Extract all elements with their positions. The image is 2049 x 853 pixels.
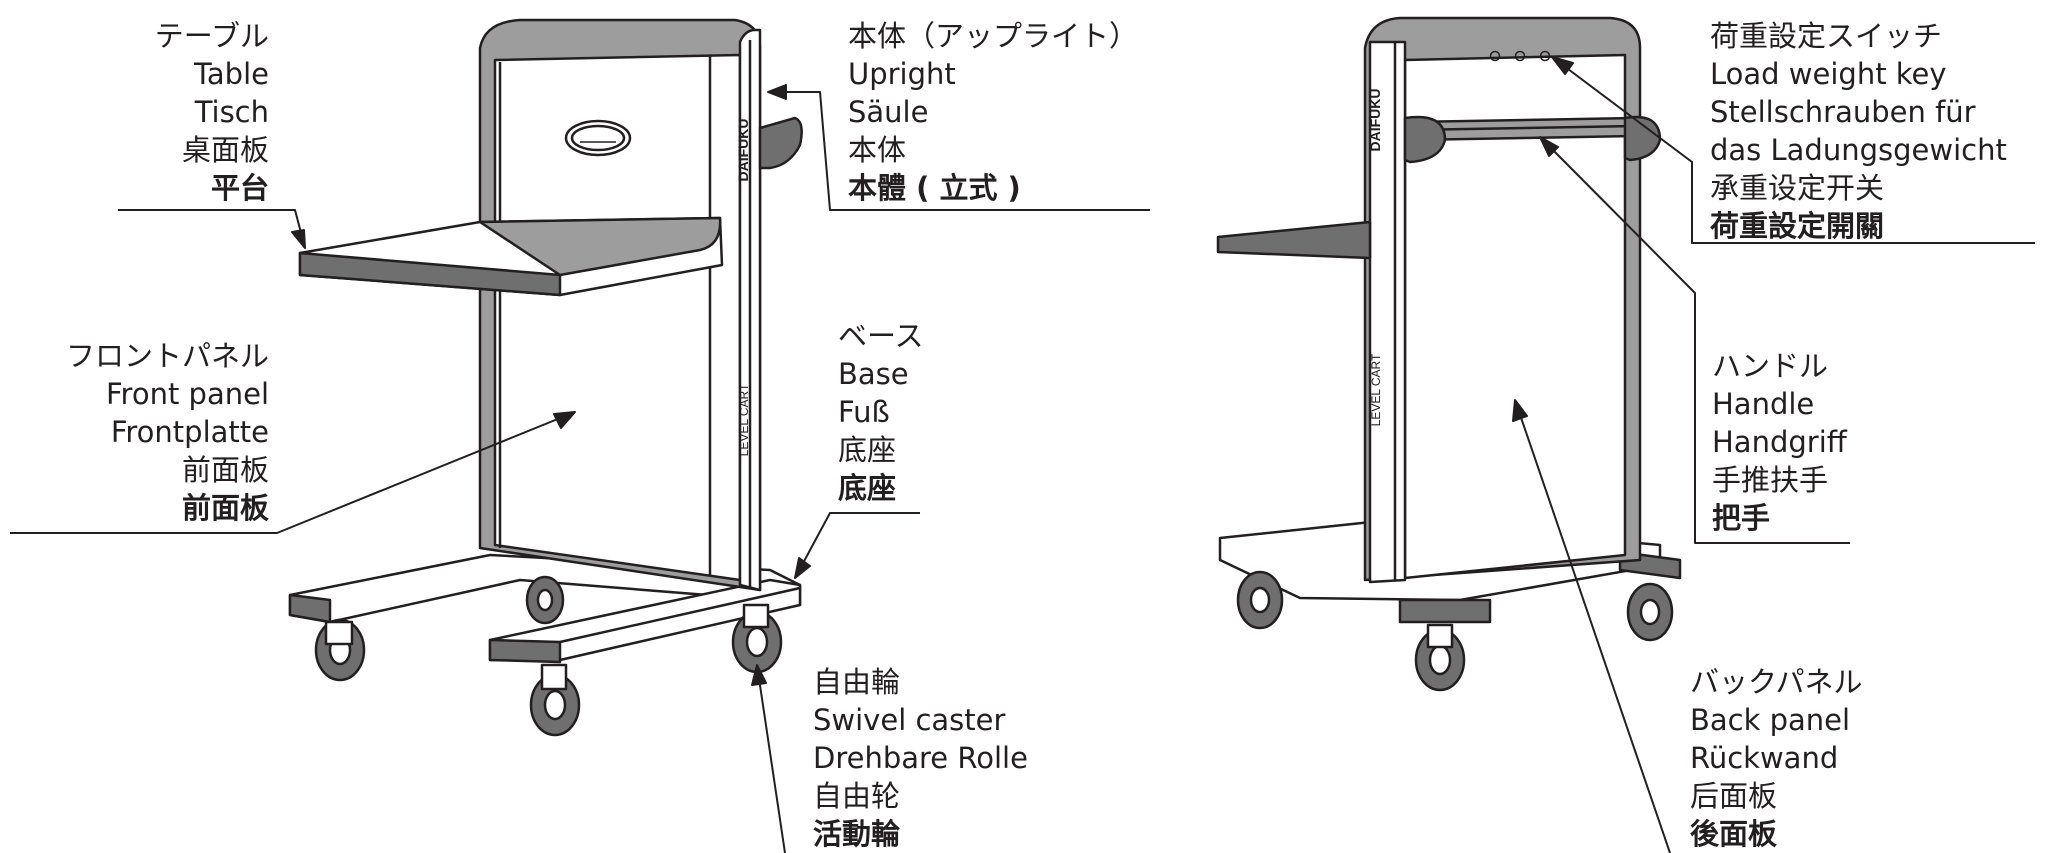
swivel-caster-label-en: Swivel caster — [813, 703, 1006, 737]
back-panel-label-ja: バックパネル — [1690, 665, 1863, 699]
level-cart-logo — [564, 119, 632, 157]
load-weight-key-label-de-1: Stellschrauben für — [1710, 95, 1976, 129]
handle-label-ja: ハンドル — [1712, 349, 1829, 383]
load-weight-key-label-ja: 荷重設定スイッチ — [1710, 19, 1943, 53]
table-label-de: Tisch — [194, 95, 269, 129]
left-casters — [314, 575, 783, 737]
base-label-zh-cn: 底座 — [838, 433, 897, 467]
swivel-caster-label: 自由輪 Swivel caster Drehbare Rolle 自由轮 活動輪 — [813, 663, 1028, 853]
back-panel-label-zh-cn: 后面板 — [1690, 779, 1778, 813]
right-table — [1216, 220, 1372, 260]
handle-label-de: Handgriff — [1712, 425, 1847, 459]
back-panel-label: バックパネル Back panel Rückwand 后面板 後面板 — [1690, 663, 1863, 853]
upright-label: 本体（アップライト） Upright Säule 本体 本體 ( 立式 ) — [848, 17, 1138, 207]
table-label: テーブル Table Tisch 桌面板 平台 — [155, 17, 269, 207]
load-weight-key-label-de-2: das Ladungsgewicht — [1710, 133, 2007, 167]
load-weight-key-label: 荷重設定スイッチ Load weight key Stellschrauben … — [1710, 17, 2007, 245]
right-brand-text: DAIFUKU — [1367, 89, 1383, 152]
right-cart: DAIFUKU LEVEL CART — [1216, 16, 1682, 692]
back-panel-label-zh-tw: 後面板 — [1690, 817, 1778, 851]
handle-label-zh-tw: 把手 — [1712, 501, 1771, 535]
upright-label-en: Upright — [848, 57, 956, 91]
front-panel-label: フロントパネル Front panel Frontplatte 前面板 前面板 — [66, 337, 269, 527]
handle-label-zh-cn: 手推扶手 — [1712, 463, 1829, 497]
left-model-text: LEVEL CART — [737, 383, 751, 456]
base-label: ベース Base Fuß 底座 底座 — [838, 317, 924, 507]
swivel-caster-label-zh-cn: 自由轮 — [813, 779, 901, 813]
back-panel-label-de: Rückwand — [1690, 741, 1839, 775]
right-model-text: LEVEL CART — [1369, 353, 1383, 426]
front-panel-label-de: Frontplatte — [110, 415, 269, 449]
handle-label: ハンドル Handle Handgriff 手推扶手 把手 — [1712, 347, 1847, 537]
front-panel-label-en: Front panel — [105, 377, 269, 411]
back-panel-label-en: Back panel — [1690, 703, 1851, 737]
swivel-caster-label-ja: 自由輪 — [813, 665, 901, 699]
upright-label-ja: 本体（アップライト） — [848, 19, 1139, 53]
right-casters — [1236, 570, 1674, 692]
table-label-ja: テーブル — [154, 19, 269, 53]
upright-label-zh-tw: 本體 ( 立式 ) — [848, 171, 1021, 205]
table-label-zh-cn: 桌面板 — [181, 133, 269, 167]
load-weight-key-label-zh-cn: 承重设定开关 — [1710, 171, 1885, 205]
table-label-en: Table — [194, 57, 269, 91]
base-label-zh-tw: 底座 — [838, 471, 897, 505]
leader-lines — [10, 56, 2035, 853]
left-cart: DAIFUKU LEVEL CART — [288, 18, 803, 737]
left-brand-text: DAIFUKU — [735, 119, 751, 182]
swivel-caster-label-zh-tw: 活動輪 — [813, 817, 901, 851]
upright-label-de: Säule — [848, 95, 929, 129]
upright-label-zh-cn: 本体 — [848, 133, 907, 167]
front-panel-label-ja: フロントパネル — [65, 339, 269, 373]
load-weight-key-label-zh-tw: 荷重設定開關 — [1710, 209, 1885, 243]
load-weight-keys — [1489, 50, 1551, 62]
base-label-de: Fuß — [838, 395, 890, 429]
table-label-zh-tw: 平台 — [210, 171, 269, 205]
front-panel-label-zh-cn: 前面板 — [181, 453, 269, 487]
right-handle — [1403, 115, 1662, 164]
swivel-caster-label-de: Drehbare Rolle — [813, 741, 1028, 775]
front-panel-label-zh-tw: 前面板 — [181, 491, 269, 525]
base-label-en: Base — [838, 357, 909, 391]
handle-label-en: Handle — [1712, 387, 1815, 421]
left-table — [298, 216, 724, 297]
load-weight-key-label-en: Load weight key — [1710, 57, 1947, 91]
base-label-ja: ベース — [838, 319, 924, 353]
